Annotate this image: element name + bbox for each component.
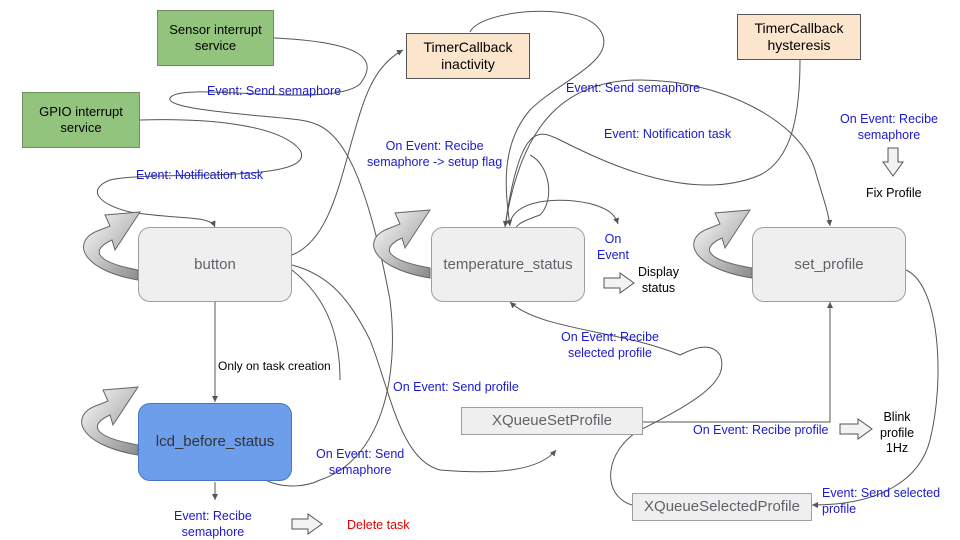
connector-send-semaphore-to-set-profile xyxy=(504,79,833,228)
connector-temperature-event-loop xyxy=(509,199,619,227)
self-loop-icons xyxy=(81,209,753,456)
label-event-send-selected-profile: Event: Send selected profile xyxy=(822,486,941,516)
label-event-recibe-semaphore: Event: Recibe semaphore xyxy=(174,509,252,539)
label-on-event-send-semaphore: On Event: Send semaphore xyxy=(316,447,405,477)
timer-inactivity-node: TimerCallback inactivity xyxy=(406,33,530,79)
label-event-notification-task-1: Event: Notification task xyxy=(136,168,264,182)
connector-timer-inactivity-to-temperature xyxy=(469,10,605,227)
connector-gpio-to-button xyxy=(96,119,303,228)
label-delete-task: Delete task xyxy=(347,518,410,532)
block-arrow-right-icon xyxy=(839,418,873,440)
xqueue-set-profile-node: XQueueSetProfile xyxy=(461,407,643,435)
connector-set-profile-to-selected-queue xyxy=(811,269,939,508)
label-event-send-semaphore-1: Event: Send semaphore xyxy=(207,84,342,98)
label-event-send-semaphore-2: Event: Send semaphore xyxy=(566,81,701,95)
xqueue-set-profile-label: XQueueSetProfile xyxy=(491,412,613,429)
timer-hysteresis-label: TimerCallback hysteresis xyxy=(754,20,844,53)
timer-inactivity-label: TimerCallback inactivity xyxy=(423,39,513,72)
label-on-event-recibe-profile: On Event: Recibe profile xyxy=(693,423,829,437)
gpio-interrupt-service-node: GPIO interrupt service xyxy=(22,92,140,148)
connector-set-queue-to-set-profile xyxy=(643,302,833,423)
label-on-event-recibe-semaphore-setup: On Event: Recibe semaphore -> setup flag xyxy=(367,139,503,169)
set-profile-task-label: set_profile xyxy=(794,255,864,273)
connector-button-to-set-queue xyxy=(291,264,557,473)
label-blink-profile: Blink profile 1Hz xyxy=(880,410,915,456)
lcd-before-status-task-node: lcd_before_status xyxy=(138,403,292,481)
self-loop-arrow-icon xyxy=(81,386,139,456)
temperature-status-task-node: temperature_status xyxy=(431,227,585,302)
self-loop-arrow-icon xyxy=(83,211,141,281)
label-on-event-small: On Event xyxy=(597,232,629,262)
connector-sensor-to-lcd xyxy=(169,37,393,487)
label-on-event-send-profile: On Event: Send profile xyxy=(393,380,519,394)
label-on-event-recibe-semaphore-right: On Event: Recibe semaphore xyxy=(840,112,938,142)
button-task-node: button xyxy=(138,227,292,302)
xqueue-selected-profile-label: XQueueSelectedProfile xyxy=(644,498,800,515)
temperature-status-task-label: temperature_status xyxy=(443,255,573,273)
block-arrow-right-icon xyxy=(603,272,635,294)
sensor-interrupt-service-node: Sensor interrupt service xyxy=(157,10,274,66)
connector-setup-flag xyxy=(511,154,550,235)
gpio-interrupt-service-label: GPIO interrupt service xyxy=(39,104,123,135)
set-profile-task-node: set_profile xyxy=(752,227,906,302)
label-display-status: Display status xyxy=(638,265,679,295)
connector-hysteresis-to-temperature xyxy=(502,59,801,228)
timer-hysteresis-node: TimerCallback hysteresis xyxy=(737,14,861,60)
button-task-label: button xyxy=(194,255,236,273)
block-arrow-down-icon xyxy=(882,147,904,177)
self-loop-arrow-icon xyxy=(693,209,753,279)
label-on-event-recibe-selected-profile: On Event: Recibe selected profile xyxy=(561,330,659,360)
label-only-on-task-creation: Only on task creation xyxy=(218,359,331,373)
connector-button-to-timer-inactivity xyxy=(291,49,404,256)
label-fix-profile: Fix Profile xyxy=(866,186,922,200)
label-event-notification-task-2: Event: Notification task xyxy=(604,127,732,141)
lcd-before-status-task-label: lcd_before_status xyxy=(155,433,275,450)
self-loop-arrow-icon xyxy=(373,209,431,279)
block-arrow-right-icon xyxy=(291,513,323,535)
xqueue-selected-profile-node: XQueueSelectedProfile xyxy=(632,493,812,521)
connector-selected-queue-to-temperature xyxy=(509,301,723,506)
sensor-interrupt-service-label: Sensor interrupt service xyxy=(169,22,262,53)
connector-button-send-semaphore xyxy=(291,269,341,381)
